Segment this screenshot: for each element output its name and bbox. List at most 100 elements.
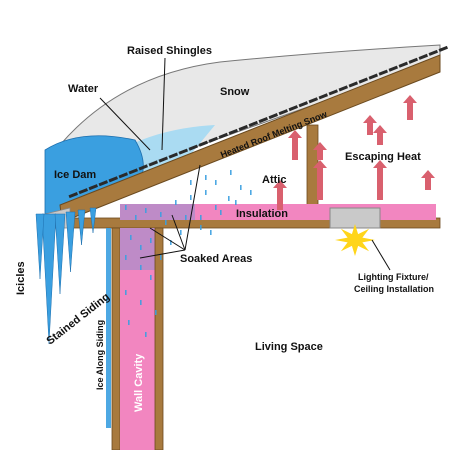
water-drip bbox=[180, 230, 182, 235]
water-drip bbox=[125, 255, 127, 260]
water-drip bbox=[240, 185, 242, 190]
heat-arrow bbox=[373, 125, 387, 145]
heat-arrows bbox=[273, 95, 435, 210]
shingle bbox=[188, 144, 199, 151]
leader-soaked-1 bbox=[149, 227, 186, 251]
light-starburst bbox=[335, 224, 375, 256]
shingle bbox=[248, 120, 259, 128]
escaping-heat-label: Escaping Heat bbox=[345, 151, 421, 163]
leader-water bbox=[99, 97, 151, 151]
heat-arrow bbox=[273, 180, 287, 210]
leader-soaked-4 bbox=[139, 249, 186, 259]
water-drip bbox=[125, 290, 127, 295]
water-drip bbox=[215, 205, 217, 210]
water-drip bbox=[210, 230, 212, 235]
shingle bbox=[298, 101, 309, 108]
lighting-fixture-label-2: Ceiling Installation bbox=[354, 284, 434, 294]
snow-label: Snow bbox=[220, 86, 250, 98]
water-drip bbox=[160, 212, 162, 217]
leader-lighting bbox=[371, 239, 391, 271]
water-drip bbox=[128, 320, 130, 325]
shingle bbox=[348, 81, 359, 88]
shingle bbox=[98, 180, 109, 187]
shingle bbox=[368, 73, 379, 80]
leader-lines bbox=[99, 57, 391, 271]
shingle bbox=[308, 97, 319, 104]
water-drip bbox=[170, 240, 172, 245]
water-drip bbox=[200, 225, 202, 230]
shingle bbox=[138, 164, 149, 171]
shingle bbox=[78, 188, 89, 195]
water-drip bbox=[200, 215, 202, 220]
shingle bbox=[108, 176, 119, 183]
shingle bbox=[378, 69, 389, 76]
icicle bbox=[89, 207, 97, 234]
shingle bbox=[328, 89, 339, 96]
insulation-label: Insulation bbox=[236, 208, 288, 220]
shingle bbox=[238, 124, 249, 131]
leader-raised-shingles bbox=[161, 57, 166, 151]
shingle bbox=[408, 57, 419, 64]
heat-arrow bbox=[313, 142, 327, 160]
water-drip bbox=[230, 170, 232, 175]
shingle bbox=[338, 85, 349, 92]
shingle bbox=[318, 93, 329, 100]
heat-arrow bbox=[288, 130, 302, 160]
living-space-label: Living Space bbox=[255, 341, 323, 353]
water-drip bbox=[155, 310, 157, 315]
water-drip bbox=[140, 245, 142, 250]
water-drip bbox=[145, 332, 147, 337]
heat-arrow bbox=[363, 115, 377, 135]
shingle bbox=[218, 132, 229, 139]
shingle bbox=[428, 49, 439, 56]
shingle bbox=[268, 113, 279, 120]
icicle bbox=[54, 213, 66, 295]
shingle bbox=[148, 160, 159, 167]
water-drips bbox=[125, 170, 252, 337]
shingle bbox=[198, 140, 209, 147]
water-drip bbox=[150, 275, 152, 280]
leader-soaked-2 bbox=[171, 214, 186, 251]
shingle bbox=[118, 172, 129, 179]
ice-dam-label: Ice Dam bbox=[54, 169, 96, 181]
light-glow bbox=[335, 224, 375, 256]
leader-soaked-3 bbox=[184, 164, 201, 251]
icicle bbox=[77, 209, 86, 246]
water-drip bbox=[215, 180, 217, 185]
water-drip bbox=[175, 200, 177, 205]
wall-stud-inner bbox=[154, 227, 164, 450]
shingle bbox=[178, 148, 189, 155]
shingle bbox=[228, 128, 239, 135]
water-drip bbox=[140, 300, 142, 305]
shingle bbox=[278, 109, 289, 116]
heat-arrow bbox=[421, 170, 435, 190]
shingle bbox=[358, 77, 369, 84]
shingle bbox=[208, 136, 219, 143]
shingles bbox=[68, 45, 449, 199]
shingle bbox=[388, 65, 399, 72]
heat-arrow bbox=[403, 95, 417, 120]
soaked-wall bbox=[120, 228, 155, 270]
water-drip bbox=[150, 238, 152, 243]
icicles-label: Icicles bbox=[15, 261, 27, 295]
water-drip bbox=[125, 205, 127, 210]
water-drip bbox=[250, 190, 252, 195]
raised-shingles-label: Raised Shingles bbox=[127, 45, 212, 57]
shingle bbox=[168, 152, 179, 159]
water-drip bbox=[140, 265, 142, 270]
soaked-insulation bbox=[120, 204, 195, 220]
icicles bbox=[35, 207, 97, 345]
shingle bbox=[288, 105, 299, 112]
icicle bbox=[41, 213, 57, 345]
icicle bbox=[65, 211, 76, 273]
water-drip bbox=[220, 210, 222, 215]
shingle bbox=[438, 45, 449, 52]
shingle bbox=[418, 53, 429, 60]
melt-water-zone bbox=[120, 125, 215, 185]
attic-label: Attic bbox=[262, 174, 286, 186]
snow-layer bbox=[59, 44, 441, 201]
shingle bbox=[158, 156, 169, 163]
heat-arrow bbox=[313, 160, 327, 200]
water-drip bbox=[190, 180, 192, 185]
